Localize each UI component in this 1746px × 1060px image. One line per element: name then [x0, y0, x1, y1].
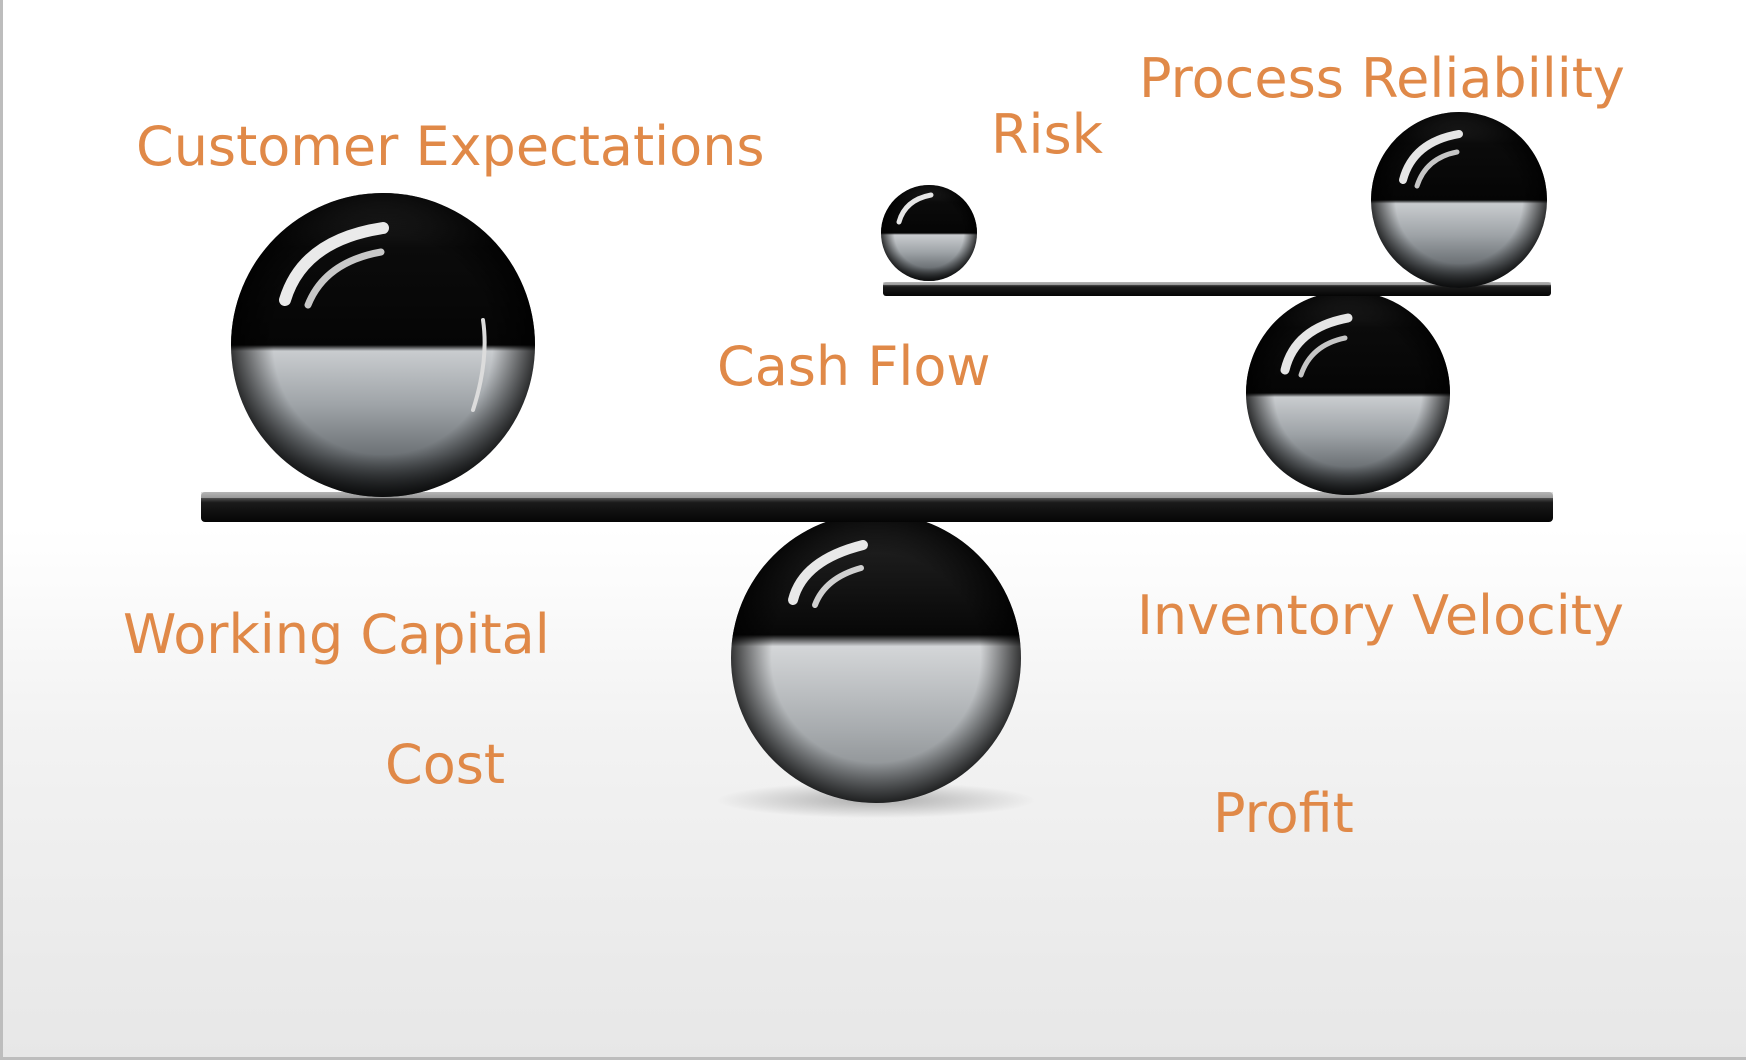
- small-sphere-risk: [881, 185, 977, 281]
- label-working-capital: Working Capital: [123, 603, 550, 666]
- label-risk: Risk: [991, 103, 1103, 166]
- label-profit: Profit: [1213, 782, 1354, 845]
- fulcrum-sphere: [731, 513, 1021, 803]
- medium-sphere-right: [1246, 291, 1450, 495]
- label-inventory-velocity: Inventory Velocity: [1137, 584, 1624, 647]
- upper-board: [883, 282, 1551, 296]
- label-cost: Cost: [385, 733, 506, 796]
- upper-sphere-process: [1371, 112, 1547, 288]
- main-board: [201, 492, 1553, 522]
- label-process-reliability: Process Reliability: [1139, 47, 1625, 110]
- label-customer-expectations: Customer Expectations: [136, 115, 765, 178]
- large-sphere-left: [231, 193, 535, 497]
- label-cash-flow: Cash Flow: [717, 335, 991, 398]
- balance-illustration: [201, 112, 1553, 818]
